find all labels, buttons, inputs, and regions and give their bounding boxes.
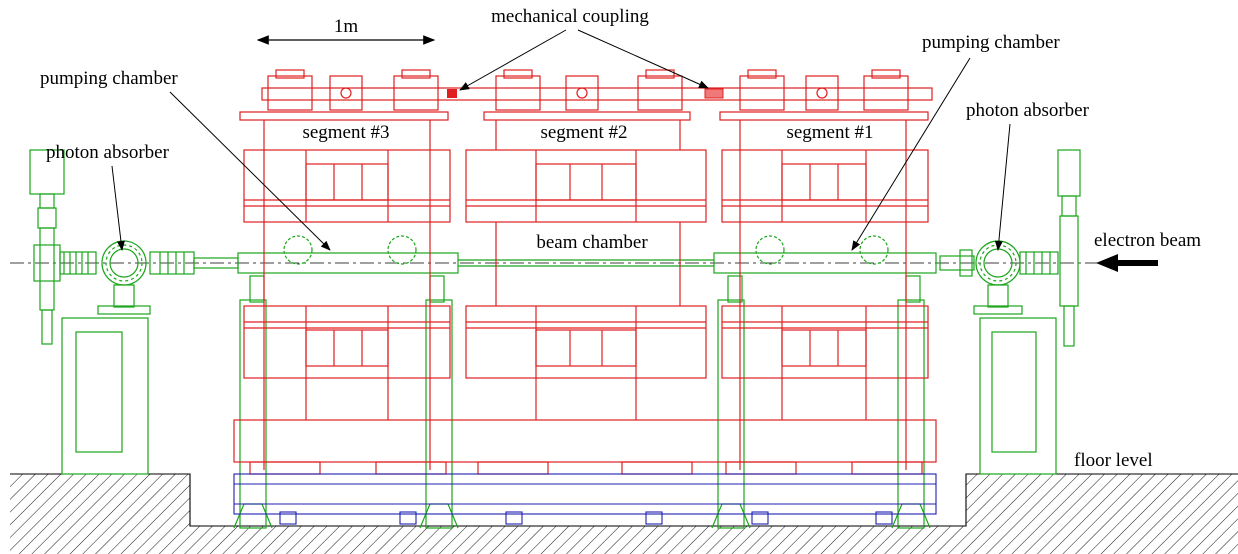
top-drive-rail <box>261 69 933 111</box>
photon-absorber-right-leader <box>994 123 1011 251</box>
segment-2-label: segment #2 <box>540 122 627 143</box>
support-girder <box>233 473 937 525</box>
mechanical-coupling-label: mechanical coupling <box>491 6 649 27</box>
electron-beam-arrow <box>1096 254 1158 272</box>
left-absorber-assembly <box>29 149 239 475</box>
segment-3-label: segment #3 <box>302 122 389 143</box>
photon-absorber-left-leader <box>111 165 125 251</box>
segment-frames <box>233 111 937 475</box>
photon-absorber-left-label: photon absorber <box>46 142 170 163</box>
beam-chamber <box>233 235 937 529</box>
coupling-leader-right <box>577 29 709 89</box>
ground <box>10 473 1238 554</box>
scale-label: 1m <box>334 16 359 37</box>
beam-chamber-label: beam chamber <box>536 232 648 253</box>
right-absorber-assembly <box>939 149 1081 475</box>
scale-bar: 1m <box>256 16 436 45</box>
electron-beam-label: electron beam <box>1094 230 1201 251</box>
coupling-leader-left <box>459 29 567 91</box>
coupling-marker-right <box>704 88 724 99</box>
photon-absorber-right-label: photon absorber <box>966 100 1090 121</box>
pumping-chamber-left-leader <box>169 91 331 251</box>
coupling-marker-left <box>447 89 457 98</box>
pumping-chamber-left-label: pumping chamber <box>40 68 178 89</box>
floor-level-label: floor level <box>1074 450 1153 471</box>
segment-1-label: segment #1 <box>786 122 873 143</box>
pumping-chamber-right-leader <box>851 57 971 251</box>
pumping-chamber-right-label: pumping chamber <box>922 32 1060 53</box>
